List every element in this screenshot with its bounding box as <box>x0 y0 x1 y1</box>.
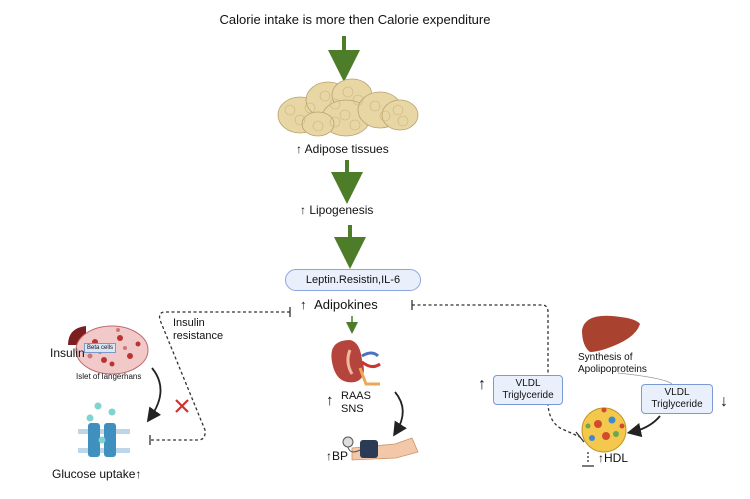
up-arrow-icon: ↑ <box>478 376 486 393</box>
insulin-resistance-line1: Insulin <box>173 317 205 329</box>
arrow-pancreas-glucose <box>146 367 162 423</box>
hdl-text: HDL <box>604 451 629 465</box>
adipose-text: Adipose tissues <box>304 142 389 156</box>
adipokines-text: Adipokines <box>314 297 378 312</box>
dash-right-connector <box>412 304 581 438</box>
glucose-uptake-label: Glucose uptake↑ <box>52 467 141 481</box>
liver-to-vldl-line <box>617 372 673 385</box>
lipogenesis-text: Lipogenesis <box>309 203 374 217</box>
adipose-cells-texture <box>284 86 409 132</box>
insulin-resistance-label: Insulin resistance <box>173 317 223 343</box>
inhibit-mark-hdl <box>582 452 594 467</box>
bp-cuff-icon <box>342 436 419 461</box>
hormones-pill: Leptin.Resistin,IL-6 <box>285 269 421 291</box>
liver-line2: Apolipoproteins <box>578 364 647 375</box>
bp-text: BP <box>332 449 349 463</box>
liver-label: Synthesis of Apolipoproteins <box>578 352 647 376</box>
adipose-label: ↑ Adipose tissues <box>296 142 389 156</box>
glucose-transporter-icon <box>78 402 130 457</box>
vldl-box-right: VLDL Triglyceride <box>641 384 713 414</box>
islet-label: Islet of langerhans <box>76 372 142 381</box>
insulin-resistance-line2: resistance <box>173 330 224 342</box>
inhibit-tick-right <box>575 431 585 443</box>
glucose-uptake-text: Glucose uptake <box>52 467 136 481</box>
up-arrow-icon: ↑ <box>300 297 307 312</box>
vldl-left-line1: VLDL <box>515 378 541 389</box>
liver-icon <box>582 315 640 352</box>
up-arrow-icon: ↑ <box>296 142 302 156</box>
vldl-box-left: VLDL Triglyceride <box>493 375 563 405</box>
sns-text: SNS <box>341 403 364 415</box>
arrow-kidney-bp <box>393 391 407 437</box>
red-cross-icon <box>175 399 189 413</box>
up-arrow-icon: ↑ <box>135 467 142 481</box>
vldl-left-line2: Triglyceride <box>502 390 554 401</box>
up-arrow-icon: ↑ <box>598 451 604 465</box>
up-arrow-icon: ↑ <box>326 392 334 409</box>
adipokines-label: ↑ Adipokines <box>300 297 378 312</box>
vldl-right-line1: VLDL <box>664 387 690 398</box>
raas-text: RAAS <box>341 390 371 402</box>
arrow-vldl-lipoprotein <box>626 415 661 438</box>
lipogenesis-label: ↑ Lipogenesis <box>300 203 373 217</box>
insulin-label: Insulin <box>50 346 85 360</box>
up-arrow-icon: ↑ <box>300 203 306 217</box>
adipose-tissue-image <box>277 78 419 137</box>
up-arrow-icon: ↑ <box>326 449 332 463</box>
raas-sns-label: RAAS SNS <box>341 390 371 416</box>
beta-cells-label: Beta cells <box>84 343 117 353</box>
vldl-right-line2: Triglyceride <box>651 399 703 410</box>
hdl-label: ↑HDL <box>598 451 628 465</box>
title-text: Calorie intake is more then Calorie expe… <box>219 12 491 27</box>
lipoprotein-icon <box>581 407 627 453</box>
dash-left-connector <box>150 311 290 441</box>
liver-line1: Synthesis of <box>578 352 633 363</box>
bp-label: ↑BP <box>326 449 348 463</box>
kidney-icon <box>331 340 381 386</box>
down-arrow-icon: ↓ <box>720 393 728 410</box>
